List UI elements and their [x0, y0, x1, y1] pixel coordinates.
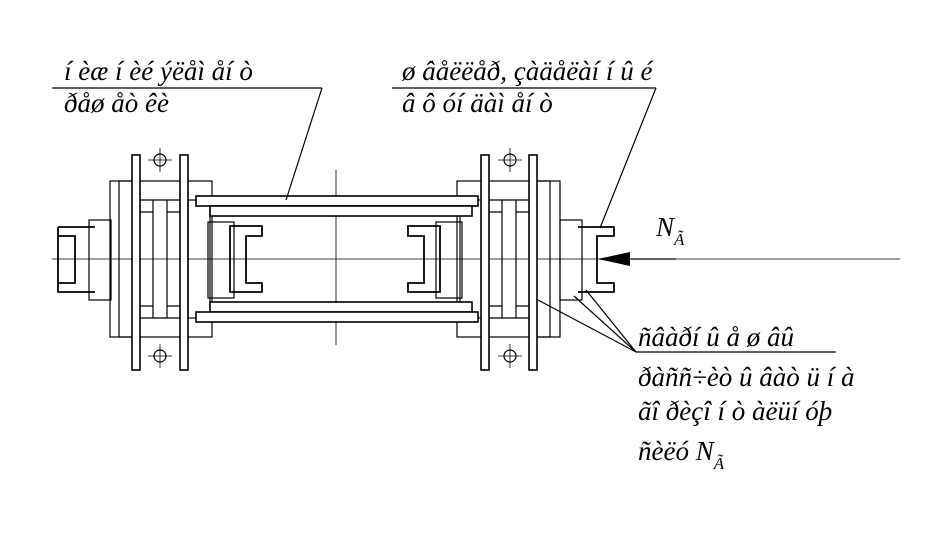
- force-arrow: [598, 252, 676, 266]
- right-flange-plate-2: [528, 154, 538, 371]
- left-flange-plate-1: [131, 154, 141, 371]
- bottom-line4-text: ñèëó N: [638, 436, 716, 466]
- bottom-leader-2: [573, 295, 637, 353]
- right-leader: [599, 87, 657, 229]
- right-outer-gasket: [559, 219, 583, 301]
- bottom-line4-sub: Ã: [713, 454, 725, 473]
- left-bolt-top: [148, 148, 172, 172]
- force-symbol: N: [655, 212, 676, 242]
- right-i-beam: [489, 199, 529, 319]
- label-bottom-line2: ðàññ÷èò û âàò ü í à: [638, 362, 855, 392]
- left-assembly: [57, 148, 263, 371]
- arrow-head-icon: [598, 252, 630, 266]
- label-left-top-line1: í èæ í èé ýëåì åí ò: [64, 56, 253, 86]
- left-inner-gasket: [207, 221, 235, 299]
- bottom-leader-3: [585, 289, 637, 353]
- label-left-top-line2: ðåø åò êè: [64, 88, 169, 118]
- left-plate-block: [109, 180, 213, 338]
- right-inner-channel: [407, 225, 441, 293]
- left-inner-channel: [229, 225, 263, 293]
- label-force: NÃ: [655, 212, 685, 249]
- lower-bar-inner: [209, 301, 473, 313]
- leader-lines: [52, 87, 836, 353]
- left-leader: [285, 87, 323, 201]
- label-right-top-line1: ø âåëëåð, çàäåëàí í û é: [401, 56, 653, 86]
- label-bottom-line1: ñâàðí û å ø âû: [638, 322, 794, 352]
- upper-bar-inner: [209, 205, 473, 217]
- left-i-beam: [140, 199, 180, 319]
- upper-bar-outer: [195, 195, 479, 207]
- right-inner-gasket: [435, 221, 463, 299]
- label-right-top-line2: â ô óí äàì åí ò: [402, 88, 553, 118]
- right-bolt-bottom: [498, 344, 522, 368]
- left-flange-plate-2: [179, 154, 189, 371]
- label-bottom-line4: ñèëó NÃ: [638, 436, 725, 473]
- bottom-leader-1: [537, 299, 637, 353]
- right-end-channel: [578, 226, 615, 293]
- connecting-bars: [195, 195, 479, 323]
- left-bolt-bottom: [148, 344, 172, 368]
- left-outer-gasket: [88, 219, 112, 301]
- force-subscript: Ã: [673, 230, 685, 249]
- label-bottom-line3: ãî ðèçî í ò àëüí óþ: [638, 396, 832, 426]
- lower-bar-outer: [195, 311, 479, 323]
- right-flange-plate-1: [480, 154, 490, 371]
- right-bolt-top: [498, 148, 522, 172]
